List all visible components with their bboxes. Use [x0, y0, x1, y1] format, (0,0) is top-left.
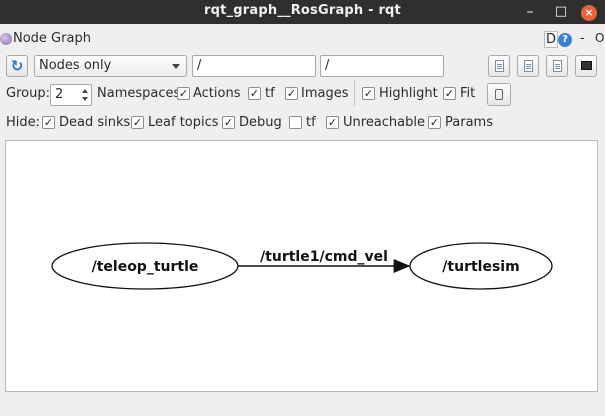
graph-svg: /teleop_turtle /turtlesim /turtle1/cmd_v… — [51, 242, 553, 290]
namespaces-label: Namespaces — [97, 86, 181, 101]
plugin-icon — [0, 33, 12, 45]
separator — [354, 80, 355, 106]
image-icon — [581, 61, 592, 70]
graph-node-label: /turtlesim — [442, 259, 519, 275]
graph-canvas[interactable]: /teleop_turtle /turtlesim /turtle1/cmd_v… — [5, 140, 598, 392]
graph-edge-label: /turtle1/cmd_vel — [260, 249, 388, 265]
save-image-button[interactable] — [575, 55, 597, 77]
close-button[interactable]: × — [578, 2, 600, 22]
highlight-label: Highlight — [379, 86, 438, 101]
maximize-button[interactable]: □ — [554, 4, 568, 19]
leaf-topics-checkbox[interactable]: ✓ — [131, 116, 144, 129]
graph-node-label: /teleop_turtle — [92, 259, 199, 275]
params-label: Params — [445, 115, 493, 130]
spin-down-icon[interactable] — [82, 97, 88, 101]
graph-mode-value: Nodes only — [39, 58, 112, 73]
hide-options-row: Hide: ✓ Dead sinks ✓ Leaf topics ✓ Debug… — [0, 112, 605, 134]
document-icon — [524, 60, 533, 72]
toolbar: ↻ Nodes only / / — [0, 54, 605, 78]
document-icon — [495, 60, 504, 72]
document-icon — [553, 60, 562, 72]
images-label: Images — [301, 86, 349, 101]
group-options-row: Group: 2 Namespaces ✓ Actions ✓ tf ✓ Ima… — [0, 83, 605, 107]
graph-mode-select[interactable]: Nodes only — [34, 55, 187, 77]
chevron-down-icon — [172, 64, 180, 69]
help-icon[interactable]: ? — [558, 33, 572, 47]
node-filter-input[interactable]: / — [192, 55, 316, 77]
hide-tf-checkbox[interactable] — [289, 116, 302, 129]
actions-checkbox[interactable]: ✓ — [248, 87, 261, 100]
dock-header: Node Graph D ? - O — [0, 30, 605, 50]
dead-sinks-label: Dead sinks — [59, 115, 131, 130]
dock-d-button[interactable]: D — [544, 31, 559, 48]
debug-checkbox[interactable]: ✓ — [222, 116, 235, 129]
highlight-checkbox[interactable]: ✓ — [362, 87, 375, 100]
dock-float-button[interactable]: O — [595, 31, 605, 45]
close-icon: × — [581, 5, 597, 21]
leaf-topics-label: Leaf topics — [148, 115, 219, 130]
params-checkbox[interactable]: ✓ — [428, 116, 441, 129]
save-dot-button[interactable] — [517, 55, 539, 77]
group-value: 2 — [55, 87, 64, 102]
save-svg-button[interactable] — [546, 55, 568, 77]
spin-up-icon[interactable] — [82, 89, 88, 93]
unreachable-checkbox[interactable]: ✓ — [326, 116, 339, 129]
dead-sinks-checkbox[interactable]: ✓ — [42, 116, 55, 129]
group-spinbox[interactable]: 2 — [50, 84, 92, 106]
hide-tf-label: tf — [306, 115, 316, 130]
topic-filter-input[interactable]: / — [320, 55, 444, 77]
namespaces-checkbox[interactable]: ✓ — [177, 87, 190, 100]
refresh-icon: ↻ — [10, 57, 24, 75]
tf-label: tf — [265, 86, 275, 101]
load-dot-button[interactable] — [488, 55, 510, 77]
debug-label: Debug — [239, 115, 282, 130]
fit-view-icon — [495, 89, 503, 100]
window-title: rqt_graph__RosGraph - rqt — [204, 3, 401, 18]
hide-label: Hide: — [6, 115, 41, 130]
unreachable-label: Unreachable — [343, 115, 425, 130]
refresh-button[interactable]: ↻ — [6, 55, 28, 77]
dock-title: Node Graph — [13, 31, 91, 46]
dock-minimize-button[interactable]: - — [580, 31, 585, 46]
actions-label: Actions — [193, 86, 241, 101]
tf-checkbox[interactable]: ✓ — [285, 87, 298, 100]
fit-checkbox[interactable]: ✓ — [443, 87, 456, 100]
minimize-button[interactable]: – — [526, 4, 534, 20]
fit-in-view-button[interactable] — [487, 83, 511, 106]
group-label: Group: — [6, 86, 50, 101]
window-titlebar: rqt_graph__RosGraph - rqt – □ × — [0, 0, 605, 24]
fit-label: Fit — [460, 86, 476, 101]
